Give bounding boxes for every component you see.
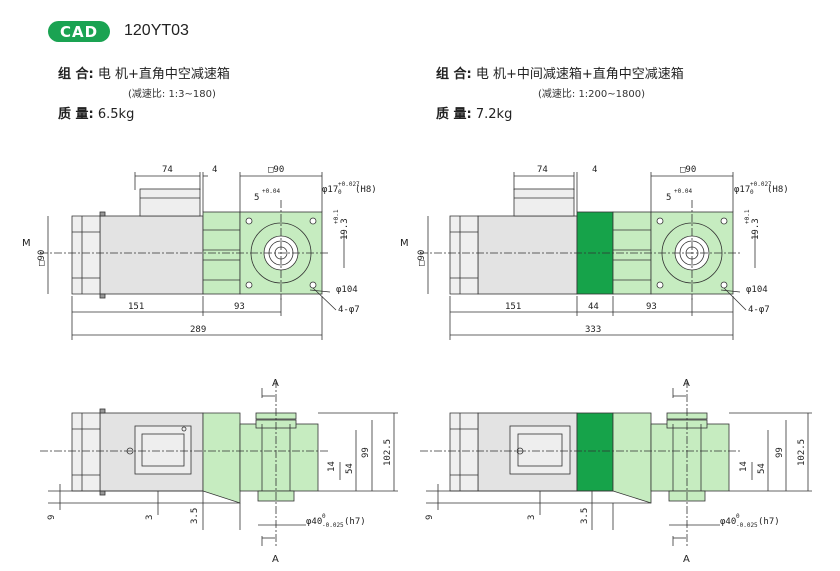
drawing-bottom-left [40, 380, 398, 548]
dim-total: 289 [190, 325, 206, 335]
labels-top-right: 74 4 □90 5 +0.04 φ17 +0.027 0 (H8) 19.3 … [400, 165, 789, 335]
dim-151: 151 [128, 302, 144, 312]
dim-sq90-side: □90 [37, 250, 47, 266]
dim-phi40-tol: 0 [736, 513, 740, 520]
dim-3-5: 3.5 [580, 508, 590, 524]
dim-M: M [22, 238, 31, 249]
dim-14: 14 [327, 461, 337, 472]
dim-phi17-zero: 0 [338, 189, 342, 196]
labels-bottom-left: A A 14 54 99 102.5 9 3 3.5 φ40 0 -0.025 … [47, 378, 393, 565]
dim-phi40-tol: 0 [322, 513, 326, 520]
section-A-bottom: A [683, 554, 690, 565]
combo-label: 组 合: [58, 67, 94, 82]
dim-phi17-tol: +0.027 [750, 181, 772, 188]
labels-top-left: 74 4 □90 5 +0.04 φ17 +0.027 0 (H8) 19.3 … [22, 165, 377, 335]
dim-9: 9 [47, 515, 57, 520]
dim-3: 3 [527, 515, 537, 520]
ratio-text: (减速比: 1:200~1800) [538, 89, 645, 100]
dim-102-5: 102.5 [383, 439, 393, 466]
section-A-bottom: A [272, 554, 279, 565]
section-A-top: A [683, 378, 690, 389]
dim-phi40: φ40 [720, 517, 736, 527]
motor-end-cap [71, 215, 101, 295]
weight-label: 质 量: [436, 107, 472, 122]
section-A-top: A [272, 378, 279, 389]
dim-5: 5 [254, 193, 259, 203]
dim-151: 151 [505, 302, 521, 312]
terminal-box [139, 188, 201, 217]
dim-phi17-zero: 0 [750, 189, 754, 196]
dim-4-phi7: 4-φ7 [338, 305, 360, 315]
dim-phi40-fit: (h7) [758, 517, 780, 527]
dim-phi17: φ17 [322, 185, 338, 195]
dim-14: 14 [739, 461, 749, 472]
dim-44: 44 [588, 302, 599, 312]
combo-value: 电 机+中间减速箱+直角中空减速箱 [475, 67, 684, 82]
dim-phi17-tol: +0.027 [338, 181, 360, 188]
dim-phi17-fit: (H8) [355, 185, 377, 195]
dim-9: 9 [425, 515, 435, 520]
dim-phi17-fit: (H8) [767, 185, 789, 195]
cad-badge: CAD [48, 21, 110, 42]
weight-value: 6.5kg [97, 107, 135, 122]
dim-93: 93 [646, 302, 657, 312]
dim-3: 3 [145, 515, 155, 520]
ratio-text: (减速比: 1:3~180) [128, 89, 216, 100]
dim-phi40-tol2: -0.025 [322, 522, 344, 529]
drawing-top-right [420, 172, 756, 340]
dim-3-5: 3.5 [190, 508, 200, 524]
dim-74: 74 [537, 165, 548, 175]
dim-54: 54 [345, 463, 355, 474]
dim-phi40: φ40 [306, 517, 322, 527]
dim-19: 19.3 [340, 218, 350, 240]
dim-phi104: φ104 [336, 285, 358, 295]
dim-5: 5 [666, 193, 671, 203]
dim-sq90-side: □90 [417, 250, 427, 266]
dim-4-phi7: 4-φ7 [748, 305, 770, 315]
motor-body [99, 215, 204, 295]
dim-54: 54 [757, 463, 767, 474]
dim-phi17: φ17 [734, 185, 750, 195]
dim-5-tol: +0.04 [262, 188, 280, 195]
dim-phi40-fit: (h7) [344, 517, 366, 527]
drawing-top-left [40, 172, 345, 340]
dim-phi104: φ104 [746, 285, 768, 295]
dim-4: 4 [592, 165, 597, 175]
labels-bottom-right: A A 14 54 99 102.5 9 3 3.5 φ40 0 -0.025 … [425, 378, 807, 565]
dim-5-tol: +0.04 [674, 188, 692, 195]
dim-total: 333 [585, 325, 601, 335]
combo-value: 电 机+直角中空减速箱 [97, 67, 230, 82]
weight-label: 质 量: [58, 107, 94, 122]
dim-74: 74 [162, 165, 173, 175]
dim-19-tol: +0.1 [744, 209, 751, 224]
drawing-bottom-right [420, 380, 812, 548]
dim-sq90: □90 [680, 165, 696, 175]
dim-phi40-tol2: -0.025 [736, 522, 758, 529]
dim-102-5: 102.5 [797, 439, 807, 466]
dim-4: 4 [212, 165, 217, 175]
dim-M: M [400, 238, 409, 249]
dim-19: 19.3 [751, 218, 761, 240]
dim-99: 99 [361, 447, 371, 458]
dim-19-tol: +0.1 [333, 209, 340, 224]
dim-sq90: □90 [268, 165, 284, 175]
dim-93: 93 [234, 302, 245, 312]
dim-99: 99 [775, 447, 785, 458]
model-number: 120YT03 [124, 22, 189, 39]
weight-value: 7.2kg [475, 107, 513, 122]
combo-label: 组 合: [436, 67, 472, 82]
